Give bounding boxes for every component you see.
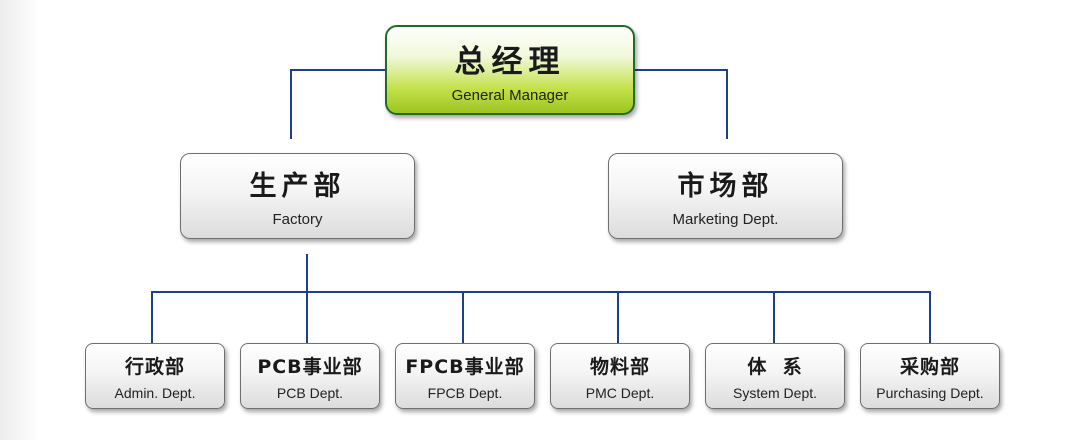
factory-title-en: Factory	[272, 211, 323, 228]
pmc-dept-box: 物料部 PMC Dept.	[550, 343, 690, 409]
marketing-title-en: Marketing Dept.	[672, 211, 779, 228]
factory-box: 生产部 Factory	[180, 153, 415, 239]
left-edge-shade	[0, 0, 40, 440]
system-dept-box: 体 系 System Dept.	[705, 343, 845, 409]
pcb-dept-box: PCB事业部 PCB Dept.	[240, 343, 380, 409]
purchasing-dept-title-en: Purchasing Dept.	[876, 384, 984, 401]
fpcb-dept-box: FPCB事业部 FPCB Dept.	[395, 343, 535, 409]
factory-title-zh: 生产部	[249, 171, 346, 202]
admin-dept-box: 行政部 Admin. Dept.	[85, 343, 225, 409]
marketing-title-zh: 市场部	[677, 171, 774, 202]
general-manager-box: 总经理 General Manager	[385, 25, 635, 115]
admin-dept-title-zh: 行政部	[124, 355, 185, 378]
general-manager-title-zh: 总经理	[454, 44, 566, 80]
purchasing-dept-title-zh: 采购部	[899, 355, 960, 378]
purchasing-dept-box: 采购部 Purchasing Dept.	[860, 343, 1000, 409]
fpcb-dept-title-en: FPCB Dept.	[427, 384, 503, 401]
general-manager-title-en: General Manager	[451, 87, 569, 104]
system-dept-title-zh: 体 系	[747, 355, 803, 378]
admin-dept-title-en: Admin. Dept.	[114, 384, 196, 401]
system-dept-title-en: System Dept.	[732, 384, 818, 401]
fpcb-dept-title-zh: FPCB事业部	[405, 355, 525, 378]
pcb-dept-title-en: PCB Dept.	[276, 384, 344, 401]
pcb-dept-title-zh: PCB事业部	[257, 355, 363, 378]
marketing-box: 市场部 Marketing Dept.	[608, 153, 843, 239]
pmc-dept-title-zh: 物料部	[589, 355, 650, 378]
pmc-dept-title-en: PMC Dept.	[585, 384, 655, 401]
